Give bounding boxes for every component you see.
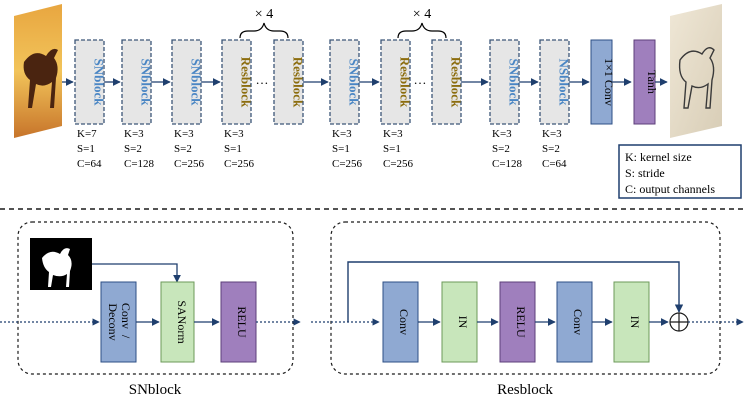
block-param: K=3	[332, 128, 352, 140]
resblock-items: Conv IN RELU Conv IN	[382, 281, 669, 363]
block-param: C=128	[124, 158, 155, 170]
legend: K: kernel size S: stride C: output chann…	[618, 144, 742, 199]
block-param: K=3	[383, 128, 403, 140]
svg-text:Conv / Deconv: Conv / Deconv	[106, 303, 133, 341]
top-blocks: SNblockK=7S=1C=64SNblockK=3S=2C=128SNblo…	[74, 39, 590, 170]
block-param: S=1	[383, 143, 401, 155]
tanh-label: Tanh	[645, 70, 659, 94]
repeat-brace-2: × 4	[397, 7, 447, 39]
resblock-node: Resblock	[431, 39, 464, 125]
sn-relu-label: RELU	[235, 306, 249, 338]
ellipsis-1: …	[256, 72, 269, 87]
block-param: S=1	[224, 143, 242, 155]
output-horse-sketch	[670, 4, 722, 138]
block-param: C=64	[77, 158, 102, 170]
sanorm-label: SANorm	[175, 300, 189, 344]
block-param: C=128	[492, 158, 523, 170]
resblock-detail-frame	[330, 221, 721, 375]
block-param: K=3	[174, 128, 194, 140]
block-label: SNblock	[92, 59, 107, 107]
ellipsis-2: …	[414, 72, 427, 87]
block-param: S=2	[174, 143, 192, 155]
block-param: K=3	[492, 128, 512, 140]
block-param: S=1	[332, 143, 350, 155]
block-param: C=64	[542, 158, 567, 170]
res-item-label: IN	[456, 316, 470, 329]
block-param: S=1	[77, 143, 95, 155]
sum-node	[669, 312, 689, 332]
resblock-node: Resblock	[273, 39, 306, 125]
block-label: Resblock	[449, 57, 464, 108]
block-param: S=2	[542, 143, 560, 155]
res-item-conv: Conv	[382, 281, 419, 363]
block-param: C=256	[174, 158, 205, 170]
tanh-block: Tanh	[633, 39, 659, 125]
snblock-detail-frame	[17, 221, 294, 375]
legend-channels: C: output channels	[625, 182, 715, 196]
block-param: K=3	[124, 128, 144, 140]
res-item-in: IN	[613, 281, 650, 363]
res-item-in: IN	[441, 281, 478, 363]
skip-connection	[347, 261, 684, 322]
sn-conv-line-1: Conv	[119, 303, 133, 329]
block-label: NSblock	[557, 59, 572, 107]
block-param: K=7	[77, 128, 97, 140]
mask-arrow	[92, 263, 181, 283]
block-label: Resblock	[291, 57, 306, 108]
block-param: C=256	[332, 158, 363, 170]
resblock-title: Resblock	[497, 382, 553, 398]
sn-conv-line-3: Deconv	[106, 303, 120, 340]
block-param: C=256	[224, 158, 255, 170]
block-label: Resblock	[239, 57, 254, 108]
repeat-brace-1: × 4	[239, 7, 289, 39]
block-param: S=2	[492, 143, 510, 155]
block-label: SNblock	[507, 59, 522, 107]
horse-mask-image	[30, 238, 92, 290]
block-param: S=2	[124, 143, 142, 155]
block-label: SNblock	[347, 59, 362, 107]
res-item-conv: Conv	[556, 281, 593, 363]
sn-conv-line-2: /	[119, 335, 133, 339]
repeat-label-2: × 4	[413, 7, 431, 22]
block-param: K=3	[224, 128, 244, 140]
legend-kernel: K: kernel size	[625, 150, 692, 164]
res-item-label: RELU	[514, 306, 528, 338]
repeat-label-1: × 4	[255, 7, 273, 22]
block-label: SNblock	[189, 59, 204, 107]
sn-relu-block: RELU	[220, 281, 257, 363]
block-param: K=3	[542, 128, 562, 140]
block-label: Resblock	[398, 57, 413, 108]
res-item-label: Conv	[571, 309, 585, 335]
sanorm-block: SANorm	[160, 281, 195, 363]
sn-conv-deconv-block: Conv / Deconv	[100, 281, 137, 363]
conv-1x1-label: 1×1 Conv	[602, 58, 616, 106]
conv-1x1-block: 1×1 Conv	[590, 39, 616, 125]
block-param: C=256	[383, 158, 414, 170]
legend-stride: S: stride	[625, 166, 665, 180]
snblock-title: SNblock	[129, 382, 182, 398]
res-item-label: Conv	[397, 309, 411, 335]
res-item-label: IN	[628, 316, 642, 329]
block-label: SNblock	[139, 59, 154, 107]
input-horse-photo	[14, 4, 62, 138]
res-item-relu: RELU	[499, 281, 536, 363]
